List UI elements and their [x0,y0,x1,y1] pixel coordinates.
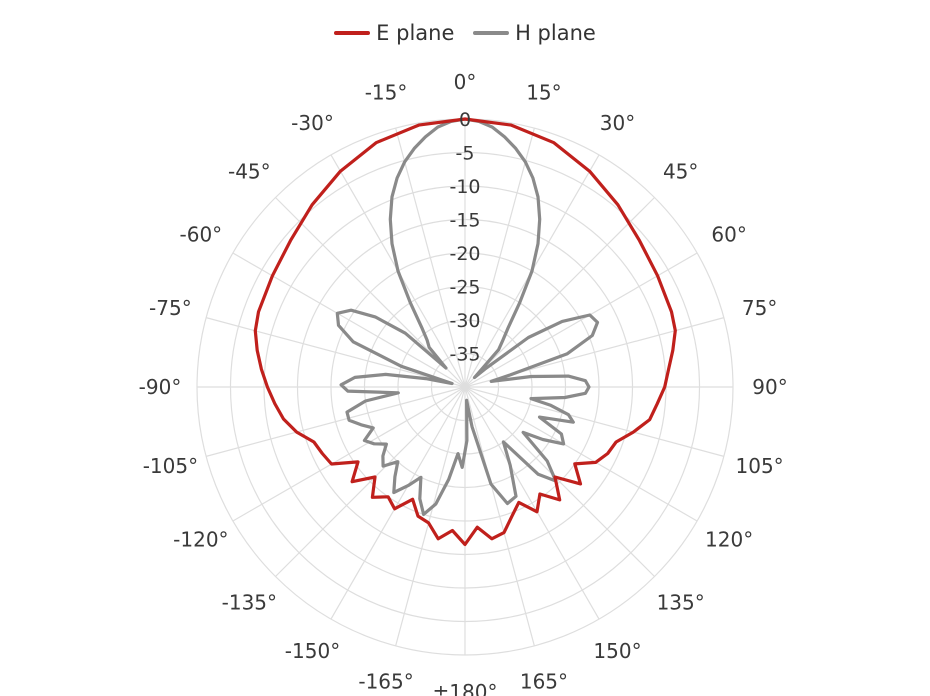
angle-tick-label: -75° [149,296,192,320]
angle-tick-label: -150° [285,639,340,663]
angle-tick-label: 30° [600,111,635,135]
legend-swatch-h-plane [473,31,510,35]
legend-item-h-plane[interactable]: H plane [473,21,596,45]
angle-tick-label: 120° [705,528,753,552]
grid-spoke [464,197,655,388]
series-line-e-plane [253,117,677,547]
angle-tick-label: 90° [752,375,787,399]
radial-tick-label: -5 [456,143,475,165]
angle-tick-label: -45° [228,159,271,183]
legend-label-h-plane: H plane [515,21,596,45]
radial-tick-label: -15 [449,210,480,232]
legend-item-e-plane[interactable]: E plane [334,21,454,45]
grid-spoke [395,386,466,647]
angle-tick-label: 0° [454,70,477,94]
angle-tick-label: 75° [742,296,777,320]
angle-tick-label: 15° [526,80,561,104]
legend-label-e-plane: E plane [376,21,455,45]
angle-tick-label: 105° [736,454,784,478]
radial-tick-label: 0 [459,109,471,131]
angle-tick-label: -120° [173,528,228,552]
grid-spoke [330,386,466,620]
series-layer [253,117,677,547]
angle-tick-label: -105° [143,454,198,478]
grid-spoke [464,386,725,457]
angle-tick-label: 135° [657,591,705,615]
grid-spoke [395,127,466,388]
radial-tick-label: -30 [449,310,480,332]
grid-spoke [464,386,655,577]
angle-tick-label: -90° [139,375,182,399]
angle-tick-label: -165° [358,670,413,694]
radial-tick-labels: 0 -5 -10 -15 -20 -25 -30 -35 [449,109,480,366]
series-line-h-plane [335,117,600,516]
radial-tick-label: -20 [449,243,480,265]
angle-tick-label: 165° [520,670,568,694]
grid-spoke [232,386,466,522]
angle-tick-label: ±180° [433,680,498,696]
legend: E plane H plane [0,16,930,45]
legend-swatch-e-plane [334,31,371,35]
angle-tick-labels: 0° 15° 30° 45° 60° 75° 90° 105° 120° 135° 150° 165°… [139,70,788,696]
angle-tick-label: -60° [180,223,223,247]
grid-spoke [205,386,466,457]
grid-spoke [464,127,535,388]
grid-spoke [205,317,466,388]
angle-tick-label: 150° [593,639,641,663]
angle-tick-label: 45° [663,159,698,183]
grid-spokes [197,119,733,655]
grid-spoke [232,252,466,388]
grid-spoke [275,386,466,577]
angle-tick-label: -135° [222,591,277,615]
angle-tick-label: -30° [291,111,334,135]
angle-tick-label: -15° [365,80,408,104]
radial-tick-label: -10 [449,176,480,198]
angle-tick-label: 60° [711,223,746,247]
grid-spoke [464,386,535,647]
radial-tick-label: -35 [449,344,480,366]
radial-tick-label: -25 [449,277,480,299]
grid-spoke [464,252,698,388]
grid-spoke [464,386,600,620]
grid-spoke [464,386,698,522]
